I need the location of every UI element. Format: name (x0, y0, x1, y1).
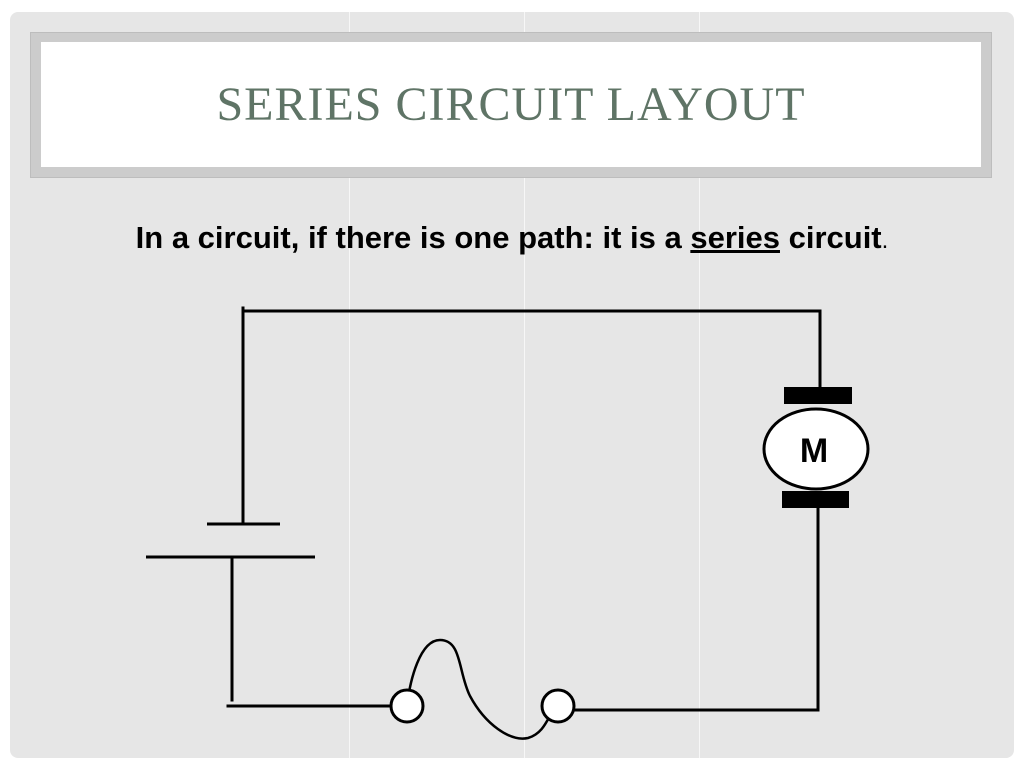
fuse-wire (405, 638, 558, 740)
series-keyword: series (690, 220, 780, 255)
title-frame: Series Circuit Layout (30, 32, 992, 178)
background-gridline (349, 12, 350, 758)
battery (146, 522, 315, 559)
motor: M (762, 387, 870, 508)
motor-top-brush (784, 387, 852, 404)
motor-bottom-brush (782, 491, 849, 508)
slide-title: Series Circuit Layout (216, 78, 806, 131)
title-panel: Series Circuit Layout (41, 42, 981, 167)
statement-text: In a circuit, if there is one path: it i… (135, 220, 691, 255)
slide-background: Series Circuit Layout (10, 12, 1014, 758)
motor-label: M (800, 432, 828, 470)
wires (226, 306, 822, 712)
motor-body (762, 407, 870, 491)
fuse-right-terminal (540, 688, 576, 724)
background-gridline (524, 12, 525, 758)
background-gridline (699, 12, 700, 758)
statement-period: . (881, 227, 889, 254)
fuse-left-terminal (389, 688, 425, 724)
fuse (389, 638, 576, 740)
series-statement: In a circuit, if there is one path: it i… (0, 220, 1024, 256)
statement-text-end: circuit (779, 220, 882, 255)
